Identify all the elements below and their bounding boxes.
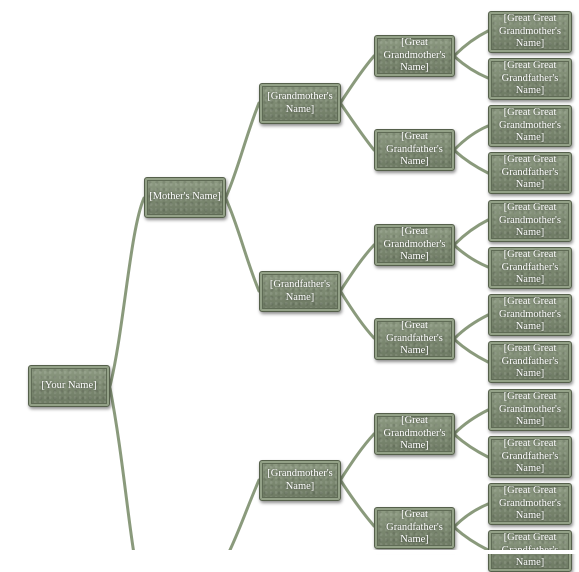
node-self: [Your Name]	[28, 365, 110, 407]
node-great-grandparent: [Great Grandmother's Name]	[374, 224, 455, 266]
node-great-great-grandparent: [Great Great Grandfather's Name]	[488, 436, 572, 478]
connector-gg4-a	[453, 313, 490, 340]
connector-gg3-a	[453, 218, 490, 246]
connector-gg4-b	[453, 338, 490, 364]
node-great-great-grandparent-label: [Great Great Grandmother's Name]	[499, 13, 561, 50]
connector-gg3-b	[453, 244, 490, 269]
node-great-grandparent: [Great Grandmother's Name]	[374, 413, 455, 455]
node-great-grandparent-label: [Great Grandmother's Name]	[383, 415, 446, 452]
node-great-great-grandparent: [Great Great Grandmother's Name]	[488, 483, 572, 525]
connector-self-mother	[108, 196, 146, 388]
connector-mother-grandfather	[224, 197, 261, 293]
node-great-grandparent-label: [Great Grandmother's Name]	[383, 37, 446, 74]
node-self-label: [Your Name]	[41, 379, 97, 391]
node-great-great-grandparent-label: [Great Great Grandfather's Name]	[501, 154, 559, 191]
node-great-great-grandparent: [Great Great Grandfather's Name]	[488, 152, 572, 194]
node-grandmother-top: [Grandmother's Name]	[259, 83, 341, 124]
connector-gf-ggf2	[339, 290, 376, 340]
node-great-great-grandparent: [Great Great Grandmother's Name]	[488, 105, 572, 147]
node-great-great-grandparent: [Great Great Grandfather's Name]	[488, 247, 572, 289]
node-mother: [Mother's Name]	[144, 177, 226, 218]
connector-gg2-b	[453, 149, 490, 175]
node-great-great-grandparent-label: [Great Great Grandfather's Name]	[501, 249, 559, 286]
node-grandfather-label: [Grandfather's Name]	[269, 279, 331, 303]
node-great-great-grandparent: [Great Great Grandmother's Name]	[488, 200, 572, 242]
node-great-grandparent-label: [Great Grandfather's Name]	[386, 320, 443, 357]
connector-gg6-a	[453, 502, 490, 528]
connector-gg1-b	[453, 55, 490, 80]
node-great-grandparent: [Great Grandmother's Name]	[374, 35, 455, 77]
node-great-great-grandparent-label: [Great Great Grandfather's Name]	[501, 60, 559, 97]
node-great-great-grandparent-label: [Great Great Grandmother's Name]	[499, 485, 561, 522]
node-great-great-grandparent-label: [Great Great Grandmother's Name]	[499, 107, 561, 144]
node-great-grandparent: [Great Grandfather's Name]	[374, 129, 455, 171]
node-great-great-grandparent-label: [Great Great Grandmother's Name]	[499, 391, 561, 428]
node-grandmother-bottom: [Grandmother's Name]	[259, 460, 341, 501]
connector-lines	[108, 29, 490, 554]
node-great-great-grandparent: [Great Great Grandfather's Name]	[488, 341, 572, 383]
node-grandmother-bottom-label: [Grandmother's Name]	[267, 468, 333, 492]
connector-gm1-ggm1	[339, 54, 376, 104]
node-great-grandparent: [Great Grandfather's Name]	[374, 507, 455, 549]
connector-gg6-b	[453, 526, 490, 552]
connector-self-lower	[108, 386, 136, 554]
connector-gf-ggm2	[339, 243, 376, 292]
connector-gm2-ggm3	[339, 432, 376, 481]
node-great-great-grandparent-label: [Great Great Grandfather's Name]	[501, 343, 559, 380]
node-great-great-grandparent-label: [Great Great Grandmother's Name]	[499, 202, 561, 239]
node-grandfather: [Grandfather's Name]	[259, 271, 341, 312]
node-great-great-grandparent-label: [Great Great Grandmother's Name]	[499, 296, 561, 333]
node-great-grandparent-label: [Great Grandmother's Name]	[383, 226, 446, 263]
node-great-grandparent-label: [Great Grandfather's Name]	[386, 131, 443, 168]
node-great-great-grandparent: [Great Great Grandmother's Name]	[488, 389, 572, 431]
page-bottom-edge	[0, 550, 579, 554]
node-great-grandparent-label: [Great Grandfather's Name]	[386, 509, 443, 546]
connector-gm2-ggf3	[339, 479, 376, 528]
connector-lower-grandmother	[226, 478, 261, 554]
connector-gg2-a	[453, 124, 490, 151]
node-great-great-grandparent: [Great Great Grandmother's Name]	[488, 294, 572, 336]
node-great-great-grandparent-label: [Great Great Grandfather's Name]	[501, 438, 559, 475]
node-mother-label: [Mother's Name]	[149, 191, 221, 203]
connector-gg5-a	[453, 408, 490, 435]
connector-gg1-a	[453, 29, 490, 57]
connector-gm1-ggf1	[339, 102, 376, 152]
connector-mother-grandmother	[224, 101, 261, 199]
node-great-grandparent: [Great Grandfather's Name]	[374, 318, 455, 360]
node-great-great-grandparent: [Great Great Grandmother's Name]	[488, 11, 572, 53]
node-grandmother-top-label: [Grandmother's Name]	[267, 91, 333, 115]
node-great-great-grandparent: [Great Great Grandfather's Name]	[488, 58, 572, 100]
connector-gg5-b	[453, 433, 490, 459]
